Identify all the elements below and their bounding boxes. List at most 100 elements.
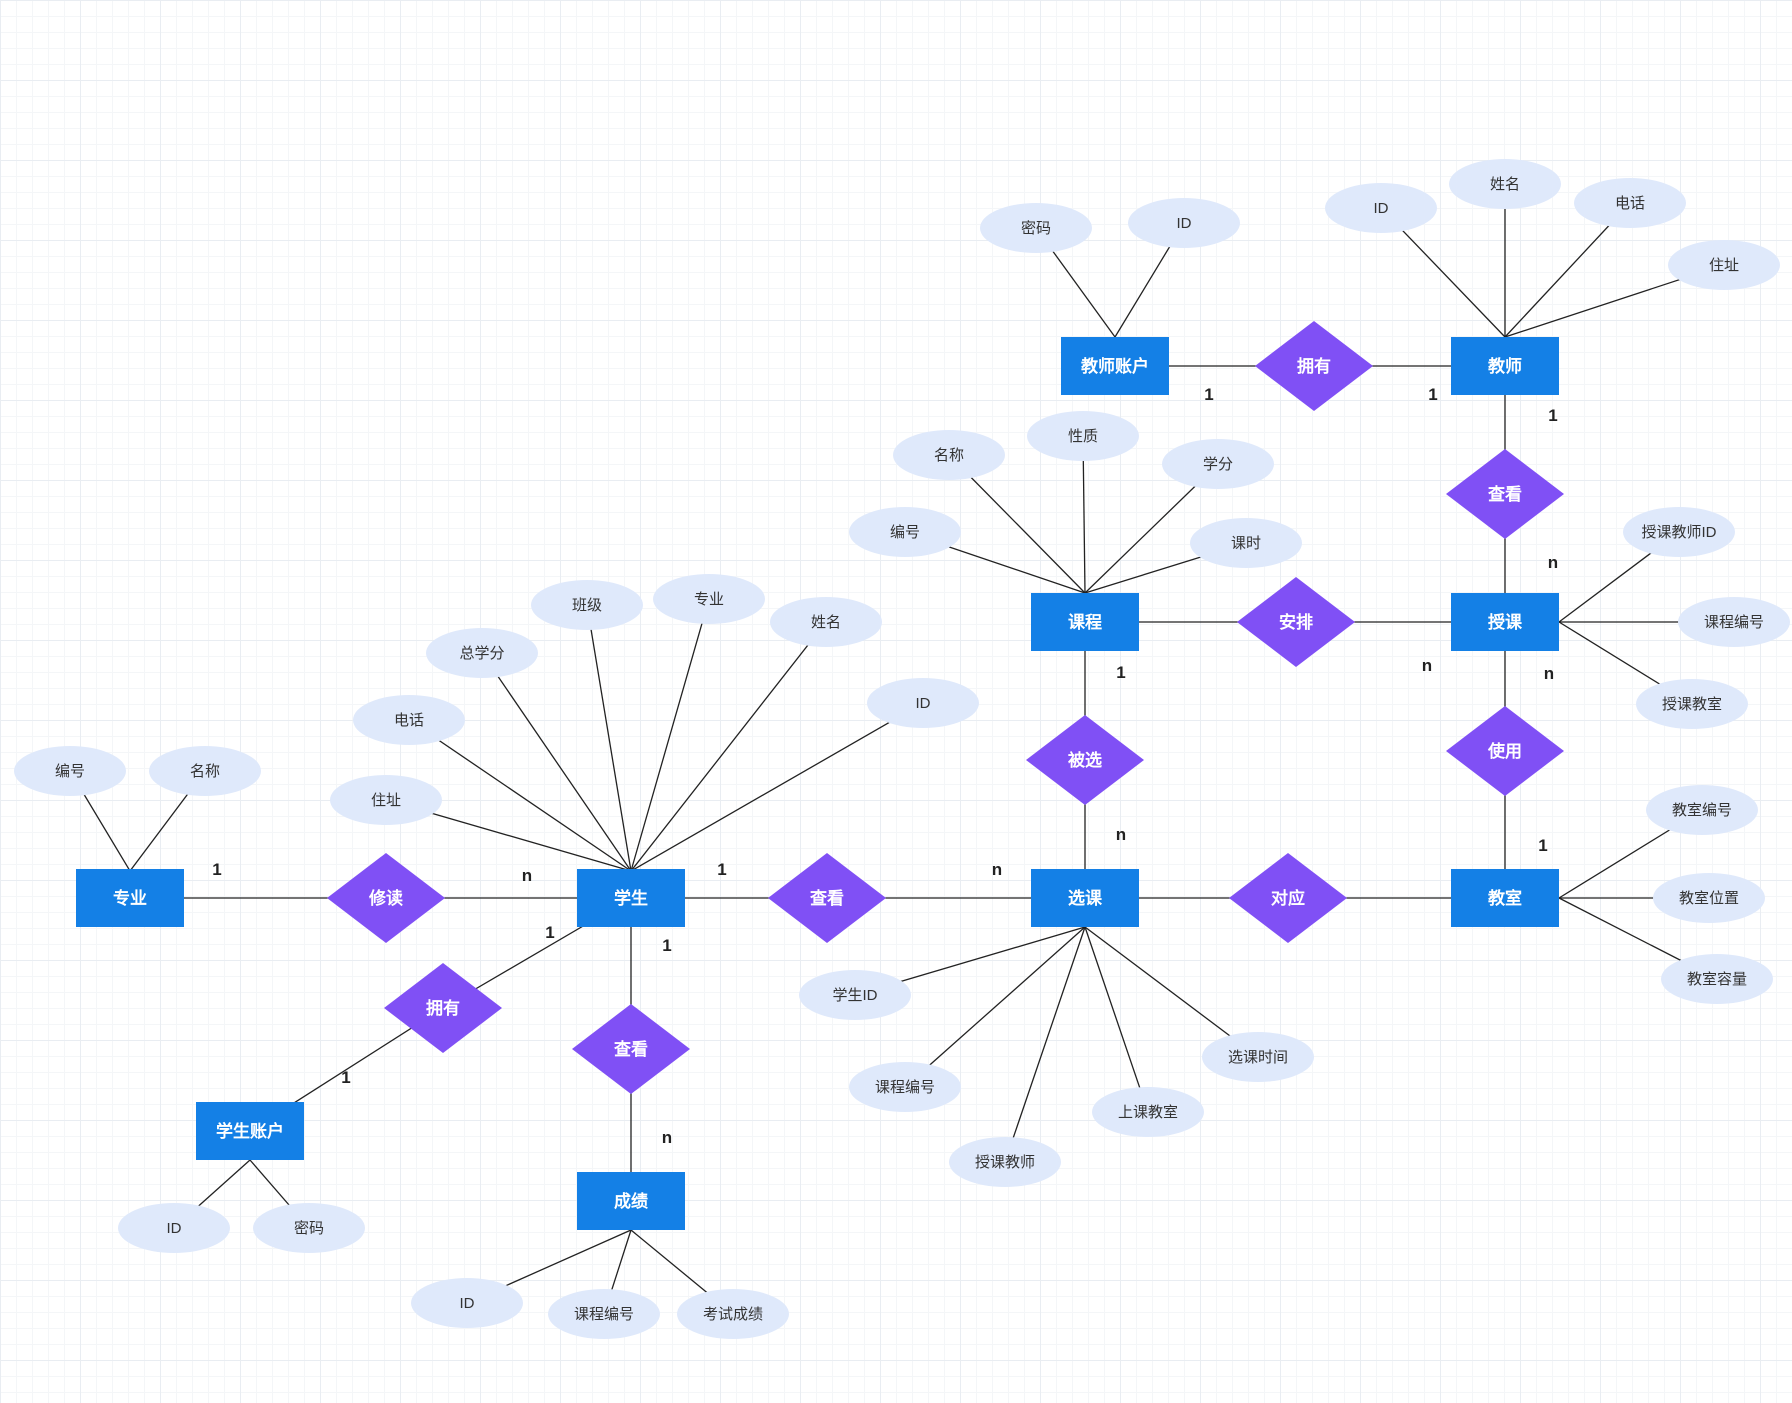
entity-teaching[interactable]: 授课 [1451,593,1559,651]
attribute-score_exam[interactable]: 考试成绩 [677,1289,789,1339]
cardinality-label: 1 [717,860,726,879]
relationship-view_score[interactable]: 查看 [572,1004,690,1094]
attribute-sel_room[interactable]: 上课教室 [1092,1087,1204,1137]
entity-teacher_account[interactable]: 教师账户 [1061,337,1169,395]
relationship-label: 安排 [1279,612,1313,632]
attribute-tc_tid[interactable]: 授课教师ID [1623,507,1735,557]
entity-course[interactable]: 课程 [1031,593,1139,651]
attribute-label: 上课教室 [1118,1104,1178,1121]
attribute-label: 教室编号 [1672,802,1732,819]
attribute-tc_course[interactable]: 课程编号 [1678,597,1790,647]
attribute-ellipse [1325,183,1437,233]
attribute-ellipse [1653,873,1765,923]
entity-score[interactable]: 成绩 [577,1172,685,1230]
entity-box [196,1102,304,1160]
attribute-stu_major[interactable]: 专业 [653,574,765,624]
attribute-tacc_id[interactable]: ID [1128,198,1240,248]
attribute-label: 课程编号 [574,1306,634,1323]
cardinality-label: n [1422,656,1432,675]
relationship-diamond [768,853,886,943]
attribute-score_id[interactable]: ID [411,1278,523,1328]
attribute-sel_teacher[interactable]: 授课教师 [949,1137,1061,1187]
attribute-stu_id[interactable]: ID [867,678,979,728]
attribute-ellipse [949,1137,1061,1187]
relationship-label: 查看 [809,888,844,908]
attribute-course_nature[interactable]: 性质 [1027,411,1139,461]
attribute-tacc_pwd[interactable]: 密码 [980,203,1092,253]
attribute-course_name[interactable]: 名称 [893,430,1005,480]
relationship-view_selection[interactable]: 查看 [768,853,886,943]
attribute-sel_stuid[interactable]: 学生ID [799,970,911,1020]
attribute-label: ID [1177,215,1192,232]
cardinality-label: n [992,860,1002,879]
cardinality-label: n [1116,825,1126,844]
attribute-t_phone[interactable]: 电话 [1574,178,1686,228]
attribute-stu_credits[interactable]: 总学分 [426,628,538,678]
relationship-label: 被选 [1068,750,1102,770]
cardinality-label: n [1548,553,1558,572]
attribute-room_loc[interactable]: 教室位置 [1653,873,1765,923]
attribute-ellipse [411,1278,523,1328]
attribute-stu_phone[interactable]: 电话 [353,695,465,745]
entity-student_account[interactable]: 学生账户 [196,1102,304,1160]
attribute-course_no[interactable]: 编号 [849,507,961,557]
entity-label: 专业 [113,888,147,908]
attribute-label: 学生ID [832,987,877,1004]
relationship-use[interactable]: 使用 [1446,706,1564,796]
attribute-label: ID [1374,200,1389,217]
attribute-sacc_pwd[interactable]: 密码 [253,1203,365,1253]
attribute-ellipse [353,695,465,745]
entity-box [1031,593,1139,651]
attribute-edge [630,621,827,872]
relationship-diamond [572,1004,690,1094]
attribute-ellipse [1128,198,1240,248]
attribute-sel_time[interactable]: 选课时间 [1202,1032,1314,1082]
attribute-room_no[interactable]: 教室编号 [1646,785,1758,835]
relationship-study[interactable]: 修读 [327,853,445,943]
attribute-label: ID [916,695,931,712]
entity-teacher[interactable]: 教师 [1451,337,1559,395]
relationship-label: 修读 [368,888,403,908]
relationship-correspond[interactable]: 对应 [1229,853,1347,943]
attribute-stu_class[interactable]: 班级 [531,580,643,630]
attribute-ellipse [1162,439,1274,489]
attribute-stu_addr[interactable]: 住址 [330,775,442,825]
attribute-t_name[interactable]: 姓名 [1449,159,1561,209]
attribute-edge [1004,926,1086,1163]
attribute-tc_room[interactable]: 授课教室 [1636,679,1748,729]
cardinality-label: n [662,1128,672,1147]
relationship-own_student[interactable]: 拥有 [384,963,502,1053]
attribute-ellipse [677,1289,789,1339]
cardinality-label: 1 [1428,385,1437,404]
entity-classroom[interactable]: 教室 [1451,869,1559,927]
attribute-t_addr[interactable]: 住址 [1668,240,1780,290]
attribute-sel_course[interactable]: 课程编号 [849,1062,961,1112]
entity-student[interactable]: 学生 [577,869,685,927]
attribute-score_course[interactable]: 课程编号 [548,1289,660,1339]
relationship-view_teaching[interactable]: 查看 [1446,449,1564,539]
relationship-diamond [327,853,445,943]
relationship-label: 对应 [1271,888,1305,908]
relationship-label: 查看 [1487,484,1522,504]
attribute-ellipse [1190,518,1302,568]
attribute-ellipse [1027,411,1139,461]
relationship-own_teacher[interactable]: 拥有 [1255,321,1373,411]
attribute-label: 课时 [1231,535,1261,552]
attribute-t_id[interactable]: ID [1325,183,1437,233]
attribute-course_hours[interactable]: 课时 [1190,518,1302,568]
relationship-arrange[interactable]: 安排 [1237,577,1355,667]
attribute-sacc_id[interactable]: ID [118,1203,230,1253]
entity-selection[interactable]: 选课 [1031,869,1139,927]
attribute-room_cap[interactable]: 教室容量 [1661,954,1773,1004]
attribute-stu_name[interactable]: 姓名 [770,597,882,647]
relationship-selected[interactable]: 被选 [1026,715,1144,805]
attribute-major_name[interactable]: 名称 [149,746,261,796]
entity-major[interactable]: 专业 [76,869,184,927]
attribute-course_credit[interactable]: 学分 [1162,439,1274,489]
relationship-diamond [384,963,502,1053]
attribute-major_no[interactable]: 编号 [14,746,126,796]
cardinality-label: 1 [1116,663,1125,682]
attribute-ellipse [867,678,979,728]
entity-box [1451,593,1559,651]
